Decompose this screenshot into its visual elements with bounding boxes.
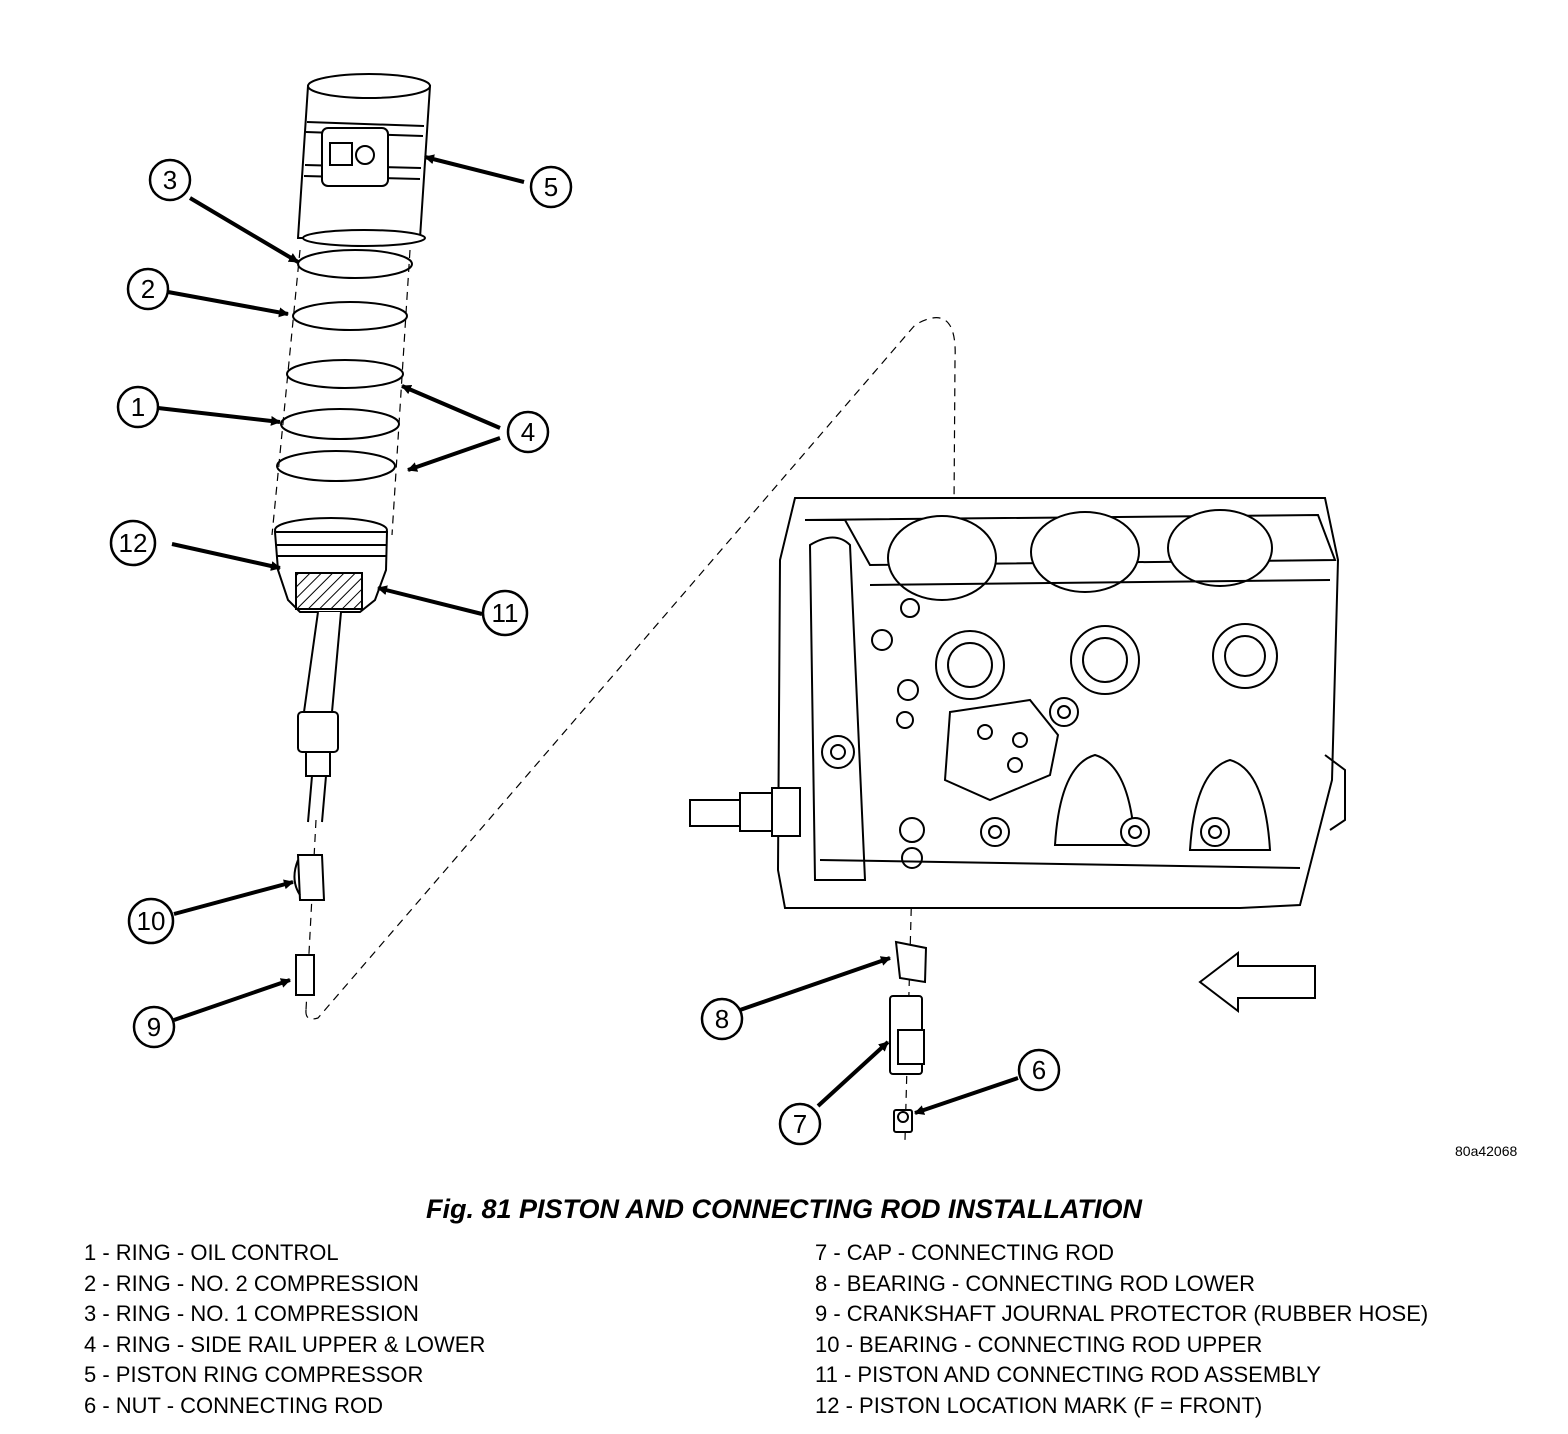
svg-text:4: 4 xyxy=(521,417,535,447)
callout-5: 5 xyxy=(529,165,573,209)
figure-reference-code: 80a42068 xyxy=(1455,1143,1518,1159)
svg-text:1: 1 xyxy=(131,392,145,422)
callout-leaders xyxy=(157,154,1019,1115)
crankshaft-snout xyxy=(689,787,801,837)
piston-rings xyxy=(276,249,413,482)
callout-2: 2 xyxy=(126,267,170,311)
callout-8: 8 xyxy=(700,997,744,1041)
svg-text:2: 2 xyxy=(141,274,155,304)
svg-text:5: 5 xyxy=(544,172,558,202)
legend-right-column: 7 - CAP - CONNECTING ROD 8 - BEARING - C… xyxy=(815,1238,1428,1422)
legend-item: 8 - BEARING - CONNECTING ROD LOWER xyxy=(815,1270,1256,1296)
upper-bearing xyxy=(293,854,326,901)
ring-side-rail-lower xyxy=(276,450,396,482)
svg-text:10: 10 xyxy=(137,906,166,936)
callout-7: 7 xyxy=(778,1102,822,1146)
legend-item: 11 - PISTON AND CONNECTING ROD ASSEMBLY xyxy=(815,1362,1322,1388)
ring-no1-compression xyxy=(297,249,413,279)
legend-item: 2 - RING - NO. 2 COMPRESSION xyxy=(84,1270,419,1296)
svg-text:8: 8 xyxy=(715,1004,729,1034)
crankshaft-journal-protector xyxy=(295,954,315,996)
piston-connecting-rod-assembly xyxy=(273,517,389,823)
lower-bearing xyxy=(894,940,928,984)
connecting-rod-nut xyxy=(893,1109,913,1133)
callout-3: 3 xyxy=(148,158,192,202)
svg-text:3: 3 xyxy=(163,165,177,195)
piston-ring-compressor xyxy=(296,73,432,247)
legend-item: 12 - PISTON LOCATION MARK (F = FRONT) xyxy=(815,1392,1263,1418)
ring-no2-compression xyxy=(292,301,408,331)
legend-item: 1 - RING - OIL CONTROL xyxy=(84,1240,339,1265)
callout-10: 10 xyxy=(127,897,175,945)
legend-item: 6 - NUT - CONNECTING ROD xyxy=(84,1392,384,1418)
connecting-rod-cap xyxy=(889,995,925,1075)
callout-12: 12 xyxy=(109,519,157,567)
piston-location-mark xyxy=(295,572,363,610)
callout-6: 6 xyxy=(1017,1048,1061,1092)
engine-block xyxy=(776,497,1346,909)
exploded-view-diagram: 3 2 1 4 5 12 11 10 9 8 7 6 xyxy=(109,73,1346,1146)
ring-side-rail-upper xyxy=(286,359,404,389)
callout-9: 9 xyxy=(132,1005,176,1049)
legend-left-column: 1 - RING - OIL CONTROL 2 - RING - NO. 2 … xyxy=(84,1238,485,1422)
svg-text:9: 9 xyxy=(147,1012,161,1042)
callout-1: 1 xyxy=(116,385,160,429)
legend-item: 5 - PISTON RING COMPRESSOR xyxy=(84,1362,424,1388)
ring-oil-control xyxy=(280,408,400,440)
callout-11: 11 xyxy=(481,589,529,637)
svg-text:7: 7 xyxy=(793,1109,807,1139)
legend-item: 10 - BEARING - CONNECTING ROD UPPER xyxy=(815,1331,1263,1357)
svg-text:11: 11 xyxy=(492,598,519,628)
figure-caption: Fig. 81 PISTON AND CONNECTING ROD INSTAL… xyxy=(425,1194,1142,1224)
svg-text:6: 6 xyxy=(1032,1055,1046,1085)
legend-item: 4 - RING - SIDE RAIL UPPER & LOWER xyxy=(84,1331,486,1357)
legend-item: 9 - CRANKSHAFT JOURNAL PROTECTOR (RUBBER… xyxy=(815,1301,1429,1327)
svg-text:12: 12 xyxy=(119,528,148,558)
legend-item: 7 - CAP - CONNECTING ROD xyxy=(815,1240,1115,1265)
callout-4: 4 xyxy=(506,410,550,454)
front-direction-arrow xyxy=(1198,950,1316,1014)
legend-item: 3 - RING - NO. 1 COMPRESSION xyxy=(84,1301,419,1327)
